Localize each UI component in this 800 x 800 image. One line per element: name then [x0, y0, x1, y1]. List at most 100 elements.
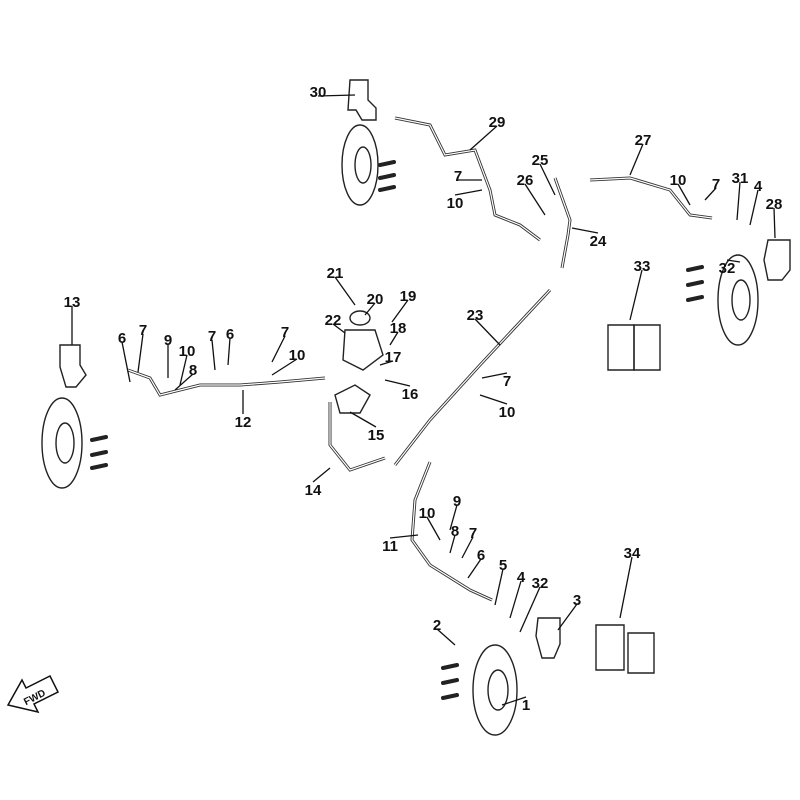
caliper-28 [763, 239, 791, 281]
callout-10: 10 [179, 343, 196, 360]
callout-11: 11 [382, 538, 398, 555]
callout-34: 34 [624, 545, 641, 562]
brake-hose-inner [394, 289, 551, 466]
bolt [90, 463, 108, 470]
callout-7: 7 [503, 373, 511, 390]
callout-10: 10 [670, 172, 687, 189]
leader-line [389, 534, 419, 539]
brake-disc-rear-left [341, 124, 379, 206]
leader-line [271, 335, 286, 363]
brake-lines [127, 116, 713, 602]
leader-line [391, 299, 409, 323]
bolt [378, 160, 396, 167]
callout-21: 21 [327, 265, 344, 282]
callout-20: 20 [367, 291, 384, 308]
bolt [90, 450, 108, 457]
callout-8: 8 [189, 362, 197, 379]
leader-line [179, 354, 188, 386]
bolt [686, 265, 704, 272]
master-cylinder [334, 310, 384, 414]
callout-10: 10 [447, 195, 464, 212]
leader-line [449, 504, 458, 531]
leader-line [317, 94, 356, 97]
leader-line [481, 372, 508, 379]
brake-hose [553, 177, 572, 269]
leader-line [479, 394, 508, 405]
bolt [441, 693, 459, 700]
leader-line [461, 536, 474, 559]
leader-line [426, 516, 441, 541]
leader-line [749, 189, 759, 226]
leader-line [629, 143, 644, 176]
leader-line [137, 333, 144, 373]
callout-12: 12 [235, 414, 252, 431]
callout-30: 30 [310, 84, 327, 101]
leader-line [629, 269, 643, 321]
callout-7: 7 [454, 168, 462, 185]
callout-13: 13 [64, 294, 81, 311]
leader-line [539, 163, 556, 196]
callout-5: 5 [499, 557, 507, 574]
brake-hose-inner [329, 402, 386, 471]
leader-line [312, 467, 331, 483]
leader-line [726, 259, 741, 263]
callout-26: 26 [517, 172, 534, 189]
callout-23: 23 [467, 307, 484, 324]
callout-3: 3 [573, 592, 581, 609]
leader-line [509, 580, 522, 619]
callout-6: 6 [118, 330, 126, 347]
leader-line [501, 696, 527, 706]
leader-line [379, 360, 394, 366]
brake-pads-33 [607, 324, 661, 371]
bolt [378, 185, 396, 192]
callout-1: 1 [522, 697, 530, 714]
callout-18: 18 [390, 320, 407, 337]
brake-hose-inner [554, 177, 571, 269]
leader-line [519, 586, 541, 633]
callout-10: 10 [419, 505, 436, 522]
callout-9: 9 [453, 493, 461, 510]
callout-32: 32 [532, 575, 549, 592]
leader-line [467, 558, 482, 579]
leader-line [773, 207, 776, 239]
callout-7: 7 [208, 328, 216, 345]
leader-line [449, 534, 456, 554]
bolt [441, 678, 459, 685]
leader-lines [71, 94, 776, 706]
leader-line [334, 276, 356, 306]
leader-line [474, 318, 501, 346]
callout-32: 32 [719, 260, 736, 277]
callout-19: 19 [400, 288, 417, 305]
leader-line [557, 603, 578, 631]
brake-pads-34 [595, 624, 655, 674]
leader-line [677, 183, 691, 206]
brake-disc-front-right [472, 644, 518, 736]
caliper-13 [59, 344, 87, 388]
leader-line [271, 358, 298, 376]
leader-line [619, 556, 633, 619]
bolt [378, 173, 396, 180]
brake-hose-inner [411, 461, 493, 601]
brake-hose-inner [127, 369, 326, 396]
bolts [90, 160, 704, 700]
leader-line [524, 183, 546, 216]
callout-27: 27 [635, 132, 652, 149]
leader-line [211, 339, 216, 371]
brake-disc-rear-right [717, 254, 759, 346]
callout-29: 29 [489, 114, 506, 131]
callout-17: 17 [385, 349, 402, 366]
bolt [90, 435, 108, 442]
brake-hose-inner [394, 117, 541, 241]
leader-line [469, 125, 498, 151]
leader-line [704, 187, 717, 201]
leader-line [174, 373, 194, 391]
callout-10: 10 [289, 347, 306, 364]
leader-line [736, 181, 741, 221]
callout-24: 24 [590, 233, 607, 250]
callout-7: 7 [281, 324, 289, 341]
callout-4: 4 [754, 178, 763, 195]
